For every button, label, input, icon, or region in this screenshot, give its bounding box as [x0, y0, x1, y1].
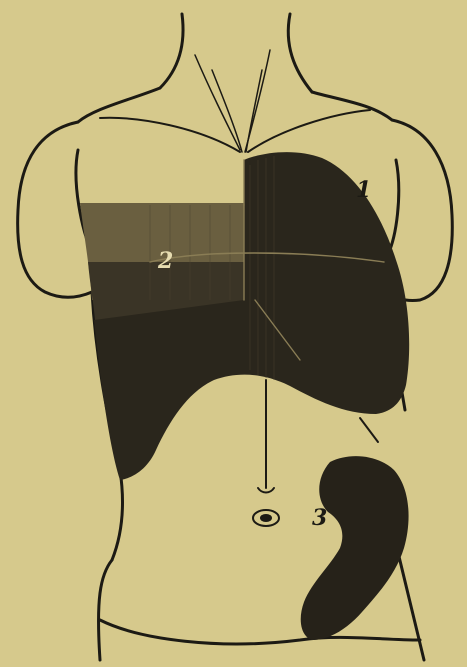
label-region-2: 2: [157, 248, 173, 274]
label-region-1: 1: [356, 177, 371, 203]
label-region-3: 3: [312, 505, 327, 531]
